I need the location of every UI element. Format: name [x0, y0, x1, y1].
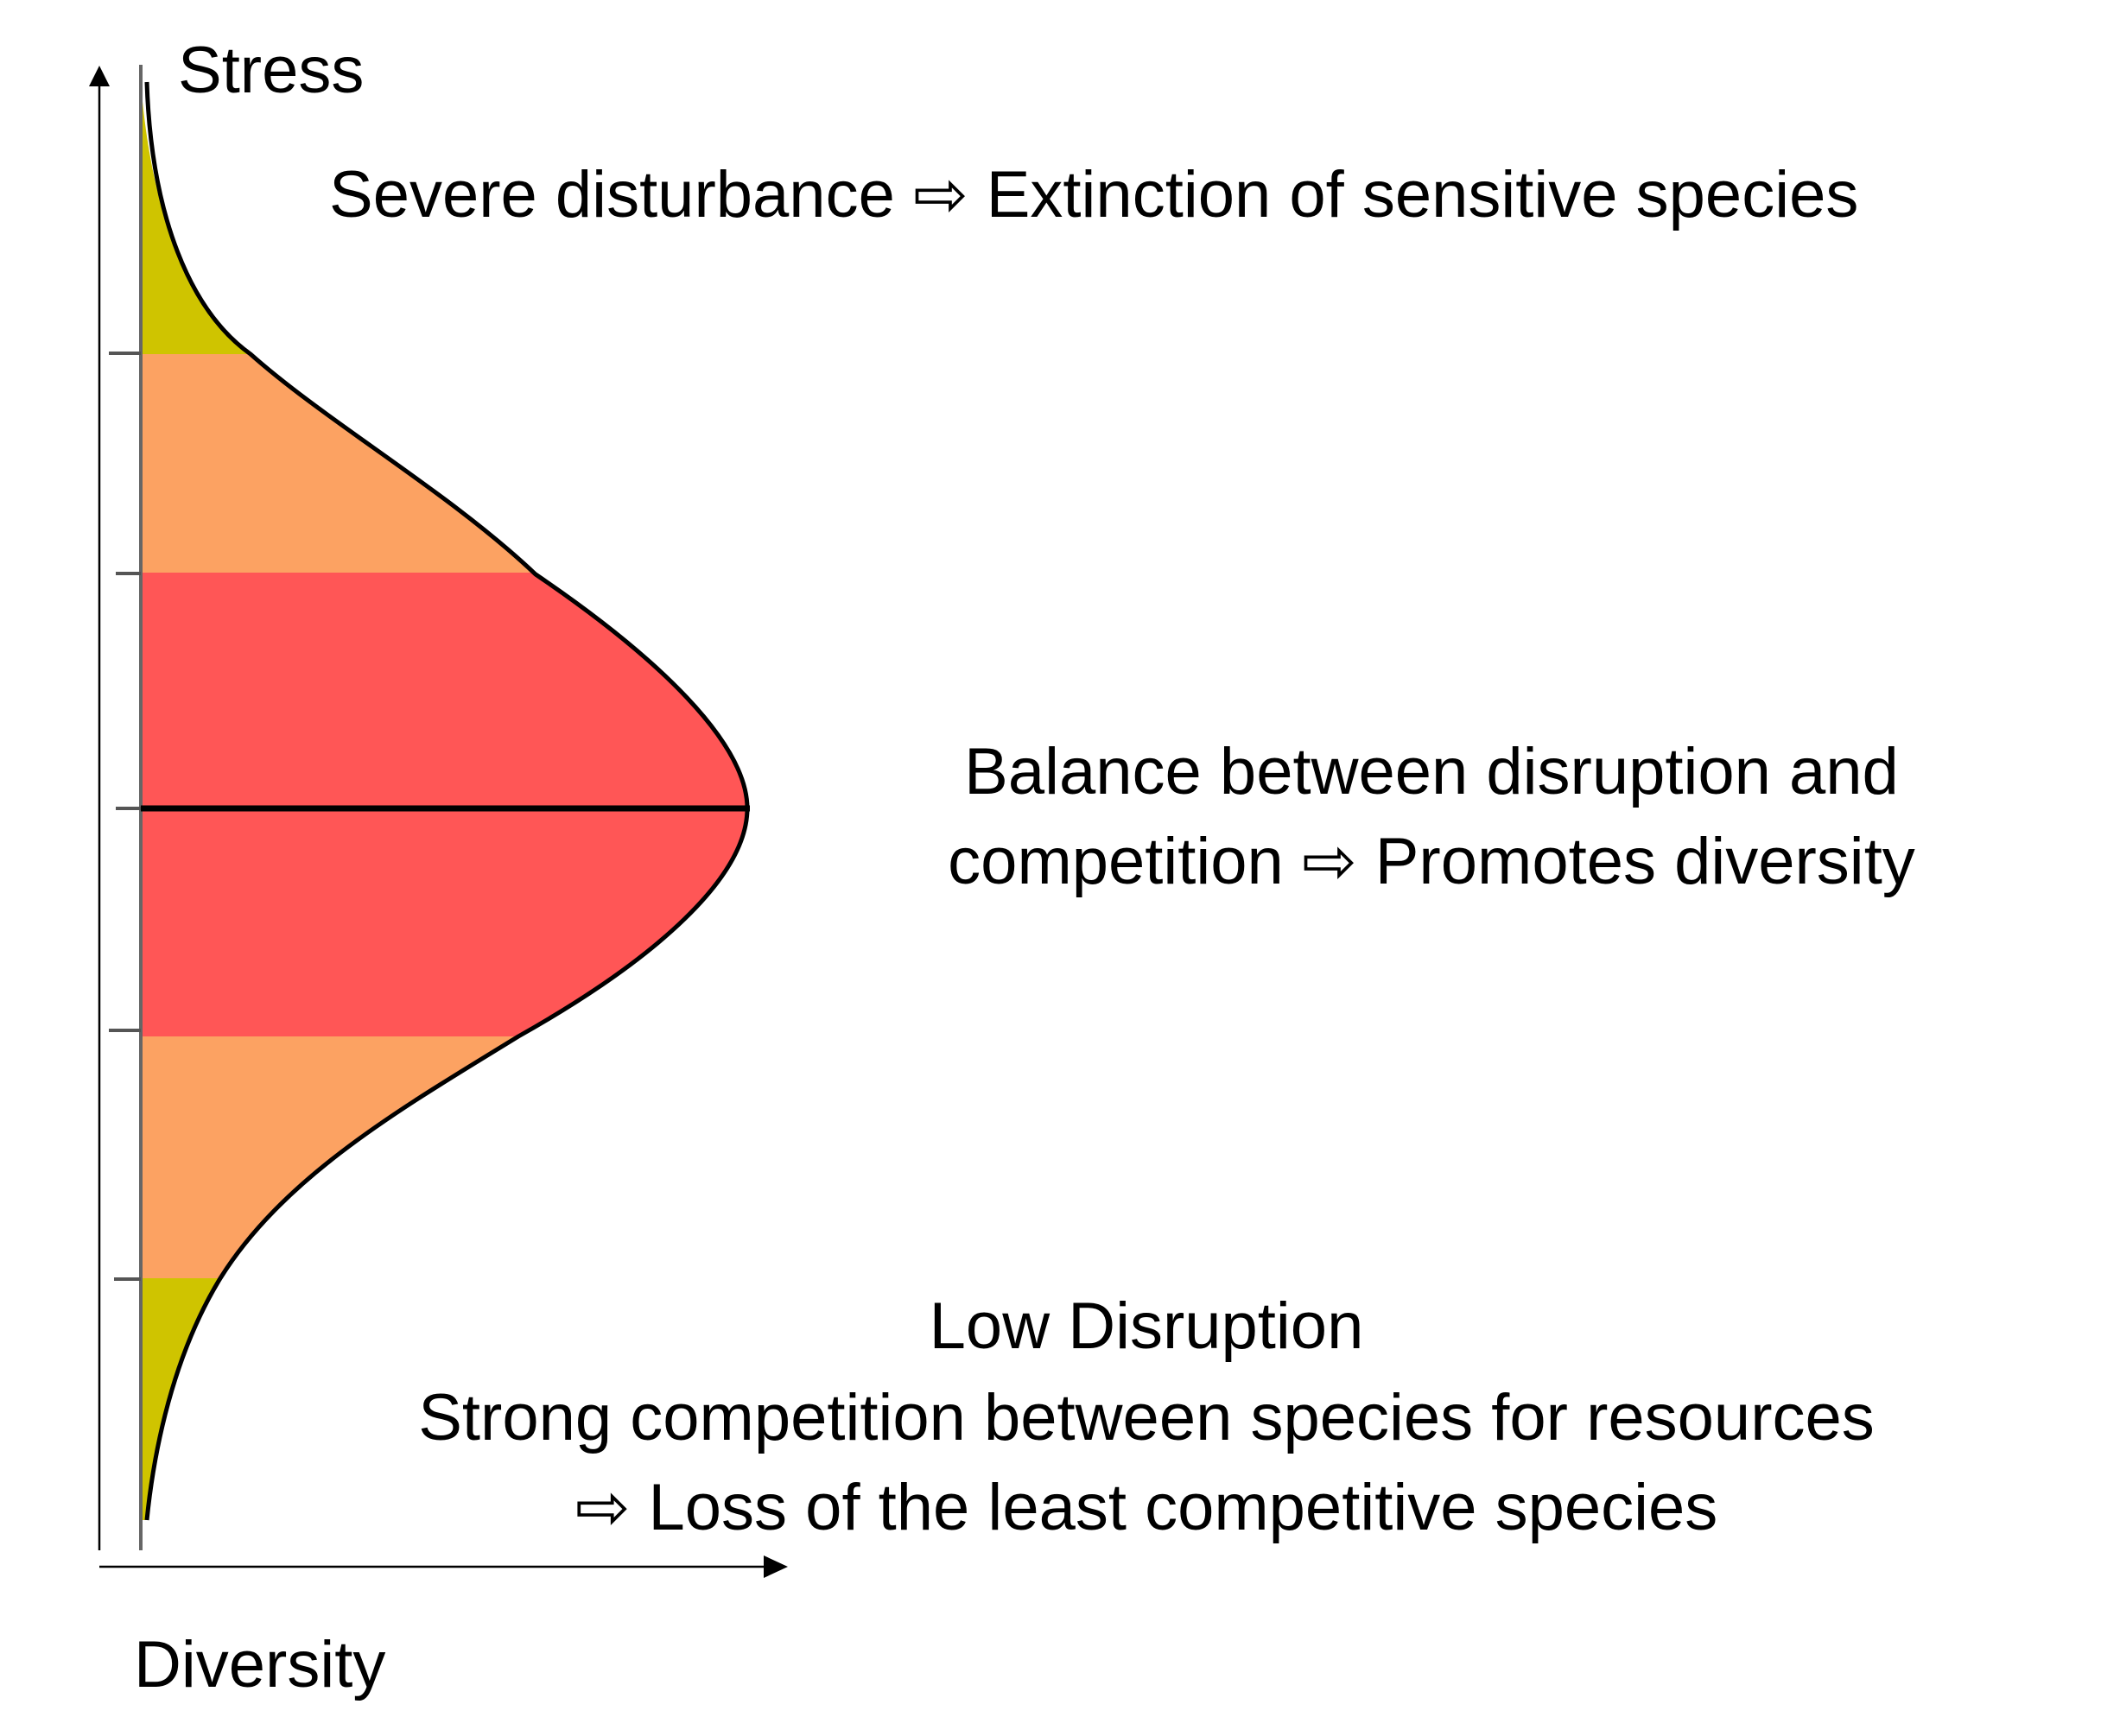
x-axis-label: Diversity	[134, 1628, 386, 1701]
annotation-bottom-line3: ⇨ Loss of the least competitive species	[574, 1471, 1718, 1544]
annotation-bottom-line1: Low Disruption	[929, 1289, 1364, 1363]
y-axis-arrow-icon	[89, 66, 110, 86]
annotation-middle-line2: competition ⇨ Promotes diversity	[948, 825, 1915, 898]
band-high-top	[141, 354, 747, 573]
annotation-top: Severe disturbance ⇨ Extinction of sensi…	[329, 158, 1859, 231]
annotation-bottom-line2: Strong competition between species for r…	[418, 1381, 1875, 1454]
y-ticks	[109, 352, 141, 1281]
band-intermediate	[141, 573, 747, 1036]
band-high-bottom	[141, 1036, 747, 1278]
y-axis-label: Stress	[178, 34, 365, 107]
x-axis-arrow-icon	[764, 1555, 788, 1578]
annotation-middle-line1: Balance between disruption and	[964, 735, 1899, 808]
